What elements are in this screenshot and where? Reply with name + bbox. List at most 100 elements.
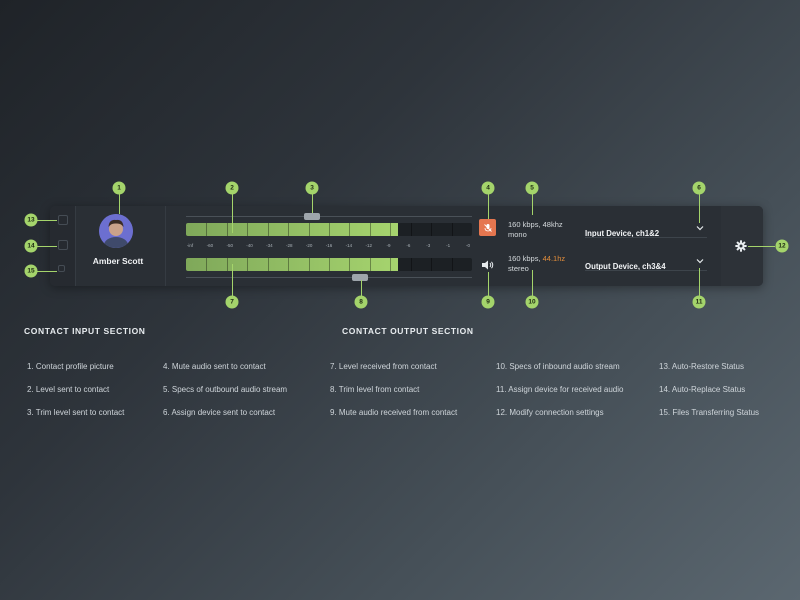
avatar[interactable] [99,214,133,248]
leader-line [488,272,489,297]
input-level-meter [186,223,472,236]
level-scale: -inf-60-50-40-34-28-20-16-14-12-9-6-3-1-… [186,243,472,251]
scale-label: -12 [365,243,372,248]
legend-item: 13. Auto-Restore Status [659,362,744,371]
callout-1: 1 [112,181,126,195]
output-trim-handle[interactable] [352,274,369,281]
leader-line [532,270,533,297]
legend-item: 14. Auto-Replace Status [659,385,746,394]
callout-5: 5 [525,181,539,195]
scale-label: -20 [305,243,313,248]
output-trim-track[interactable] [186,277,472,278]
legend-item: 5. Specs of outbound audio stream [163,385,288,394]
legend-item: 10. Specs of inbound audio stream [496,362,620,371]
speaker-icon[interactable] [481,259,495,271]
mic-muted-icon [483,223,492,232]
contact-panel [50,206,763,286]
meter-segment [308,258,310,271]
legend-item: 2. Level sent to contact [27,385,110,394]
legend-item: 8. Trim level from contact [330,385,420,394]
meter-segment [206,223,208,236]
callout-2: 2 [225,181,239,195]
scale-label: -34 [266,243,273,248]
meter-segment [267,223,269,236]
legend-item: 11. Assign device for received audio [496,385,624,394]
outbound-specs: 160 kbps, 48khz mono [508,220,563,240]
outbound-specs-channels: mono [508,230,527,239]
leader-line [37,246,57,247]
meter-segment [369,258,371,271]
outbound-specs-rate: 160 kbps, 48khz [508,220,563,229]
scale-label: -9 [386,243,391,248]
scale-label: -inf [186,243,194,248]
leader-line [37,271,57,272]
input-device-label: Input Device, ch1&2 [585,229,660,238]
scale-label: -3 [426,243,431,248]
scale-label: -40 [246,243,253,248]
output-device-select[interactable]: Output Device, ch3&4 [585,256,707,272]
leader-line [119,193,120,214]
leader-line [232,193,233,233]
files-transferring-icon[interactable] [58,265,65,272]
output-device-label: Output Device, ch3&4 [585,262,666,271]
input-level-fill [186,223,398,236]
callout-8: 8 [354,295,368,309]
meter-segment [247,223,249,236]
meter-segment [431,258,433,271]
callout-3: 3 [305,181,319,195]
meter-segment [451,258,453,271]
scale-label: -60 [206,243,214,248]
input-trim-track[interactable] [186,216,472,217]
select-underline [585,237,707,238]
meter-segment [267,258,269,271]
inbound-specs-freq: 44.1hz [542,254,566,263]
meter-segment [390,223,392,236]
meter-segment [308,223,310,236]
mute-input-button[interactable] [479,219,496,236]
leader-line [532,193,533,215]
meter-segment [226,258,228,271]
chevron-down-icon [696,259,704,264]
leader-line [699,193,700,223]
meter-segment [349,258,351,271]
callout-7: 7 [225,295,239,309]
legend-item: 1. Contact profile picture [27,362,114,371]
leader-line [312,193,313,213]
scale-label: -50 [226,243,233,248]
callout-9: 9 [481,295,495,309]
meter-segment [288,258,290,271]
auto-restore-icon[interactable] [58,215,68,225]
legend-item: 3. Trim level sent to contact [27,408,125,417]
scale-label: -0 [465,243,471,248]
meter-segment [410,223,412,236]
meter-segment [329,223,330,236]
auto-replace-icon[interactable] [58,240,68,250]
legend-item: 15. Files Transferring Status [659,408,760,417]
scale-label: -14 [345,243,353,248]
legend-item: 12. Modify connection settings [496,408,604,417]
input-trim-handle[interactable] [303,213,320,220]
meter-segment [288,223,290,236]
leader-line [699,268,700,297]
callout-11: 11 [692,295,706,309]
meter-segment [369,223,371,236]
legend-item: 9. Mute audio received from contact [330,408,458,417]
callout-10: 10 [525,295,539,309]
legend-item: 7. Level received from contact [330,362,437,371]
divider [75,206,76,286]
gear-icon[interactable] [735,240,747,252]
meter-segment [206,258,208,271]
input-device-select[interactable]: Input Device, ch1&2 [585,223,707,239]
scale-label: -6 [406,243,411,248]
meter-segment [390,258,392,271]
callout-4: 4 [481,181,495,195]
leader-line [361,280,362,297]
meter-segment [431,223,433,236]
leader-line [488,193,489,219]
leader-line [37,220,57,221]
meter-segment [349,223,351,236]
meter-segment [226,223,228,236]
callout-6: 6 [692,181,706,195]
meter-segment [329,258,330,271]
divider [165,206,166,286]
